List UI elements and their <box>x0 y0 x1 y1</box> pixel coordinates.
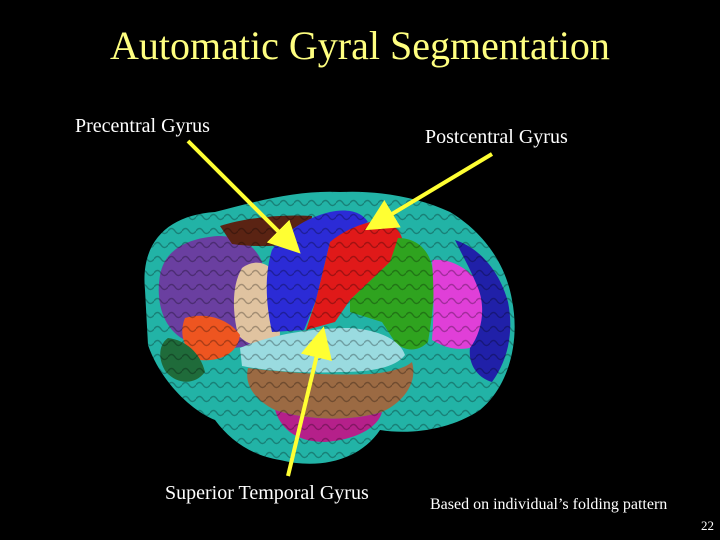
arrow-precentral <box>186 139 301 254</box>
label-postcentral-gyrus: Postcentral Gyrus <box>425 126 568 148</box>
brain-surface <box>144 191 515 464</box>
fold-texture <box>144 191 515 464</box>
label-superior-temporal-gyrus: Superior Temporal Gyrus <box>165 482 369 504</box>
page-title: Automatic Gyral Segmentation <box>110 23 610 68</box>
label-precentral-gyrus: Precentral Gyrus <box>75 115 210 137</box>
footnote: Based on individual’s folding pattern <box>430 496 668 513</box>
arrow-postcentral <box>365 152 494 231</box>
arrows <box>186 139 494 477</box>
arrow-superior-temporal <box>286 326 332 477</box>
page-number: 22 <box>701 518 714 533</box>
